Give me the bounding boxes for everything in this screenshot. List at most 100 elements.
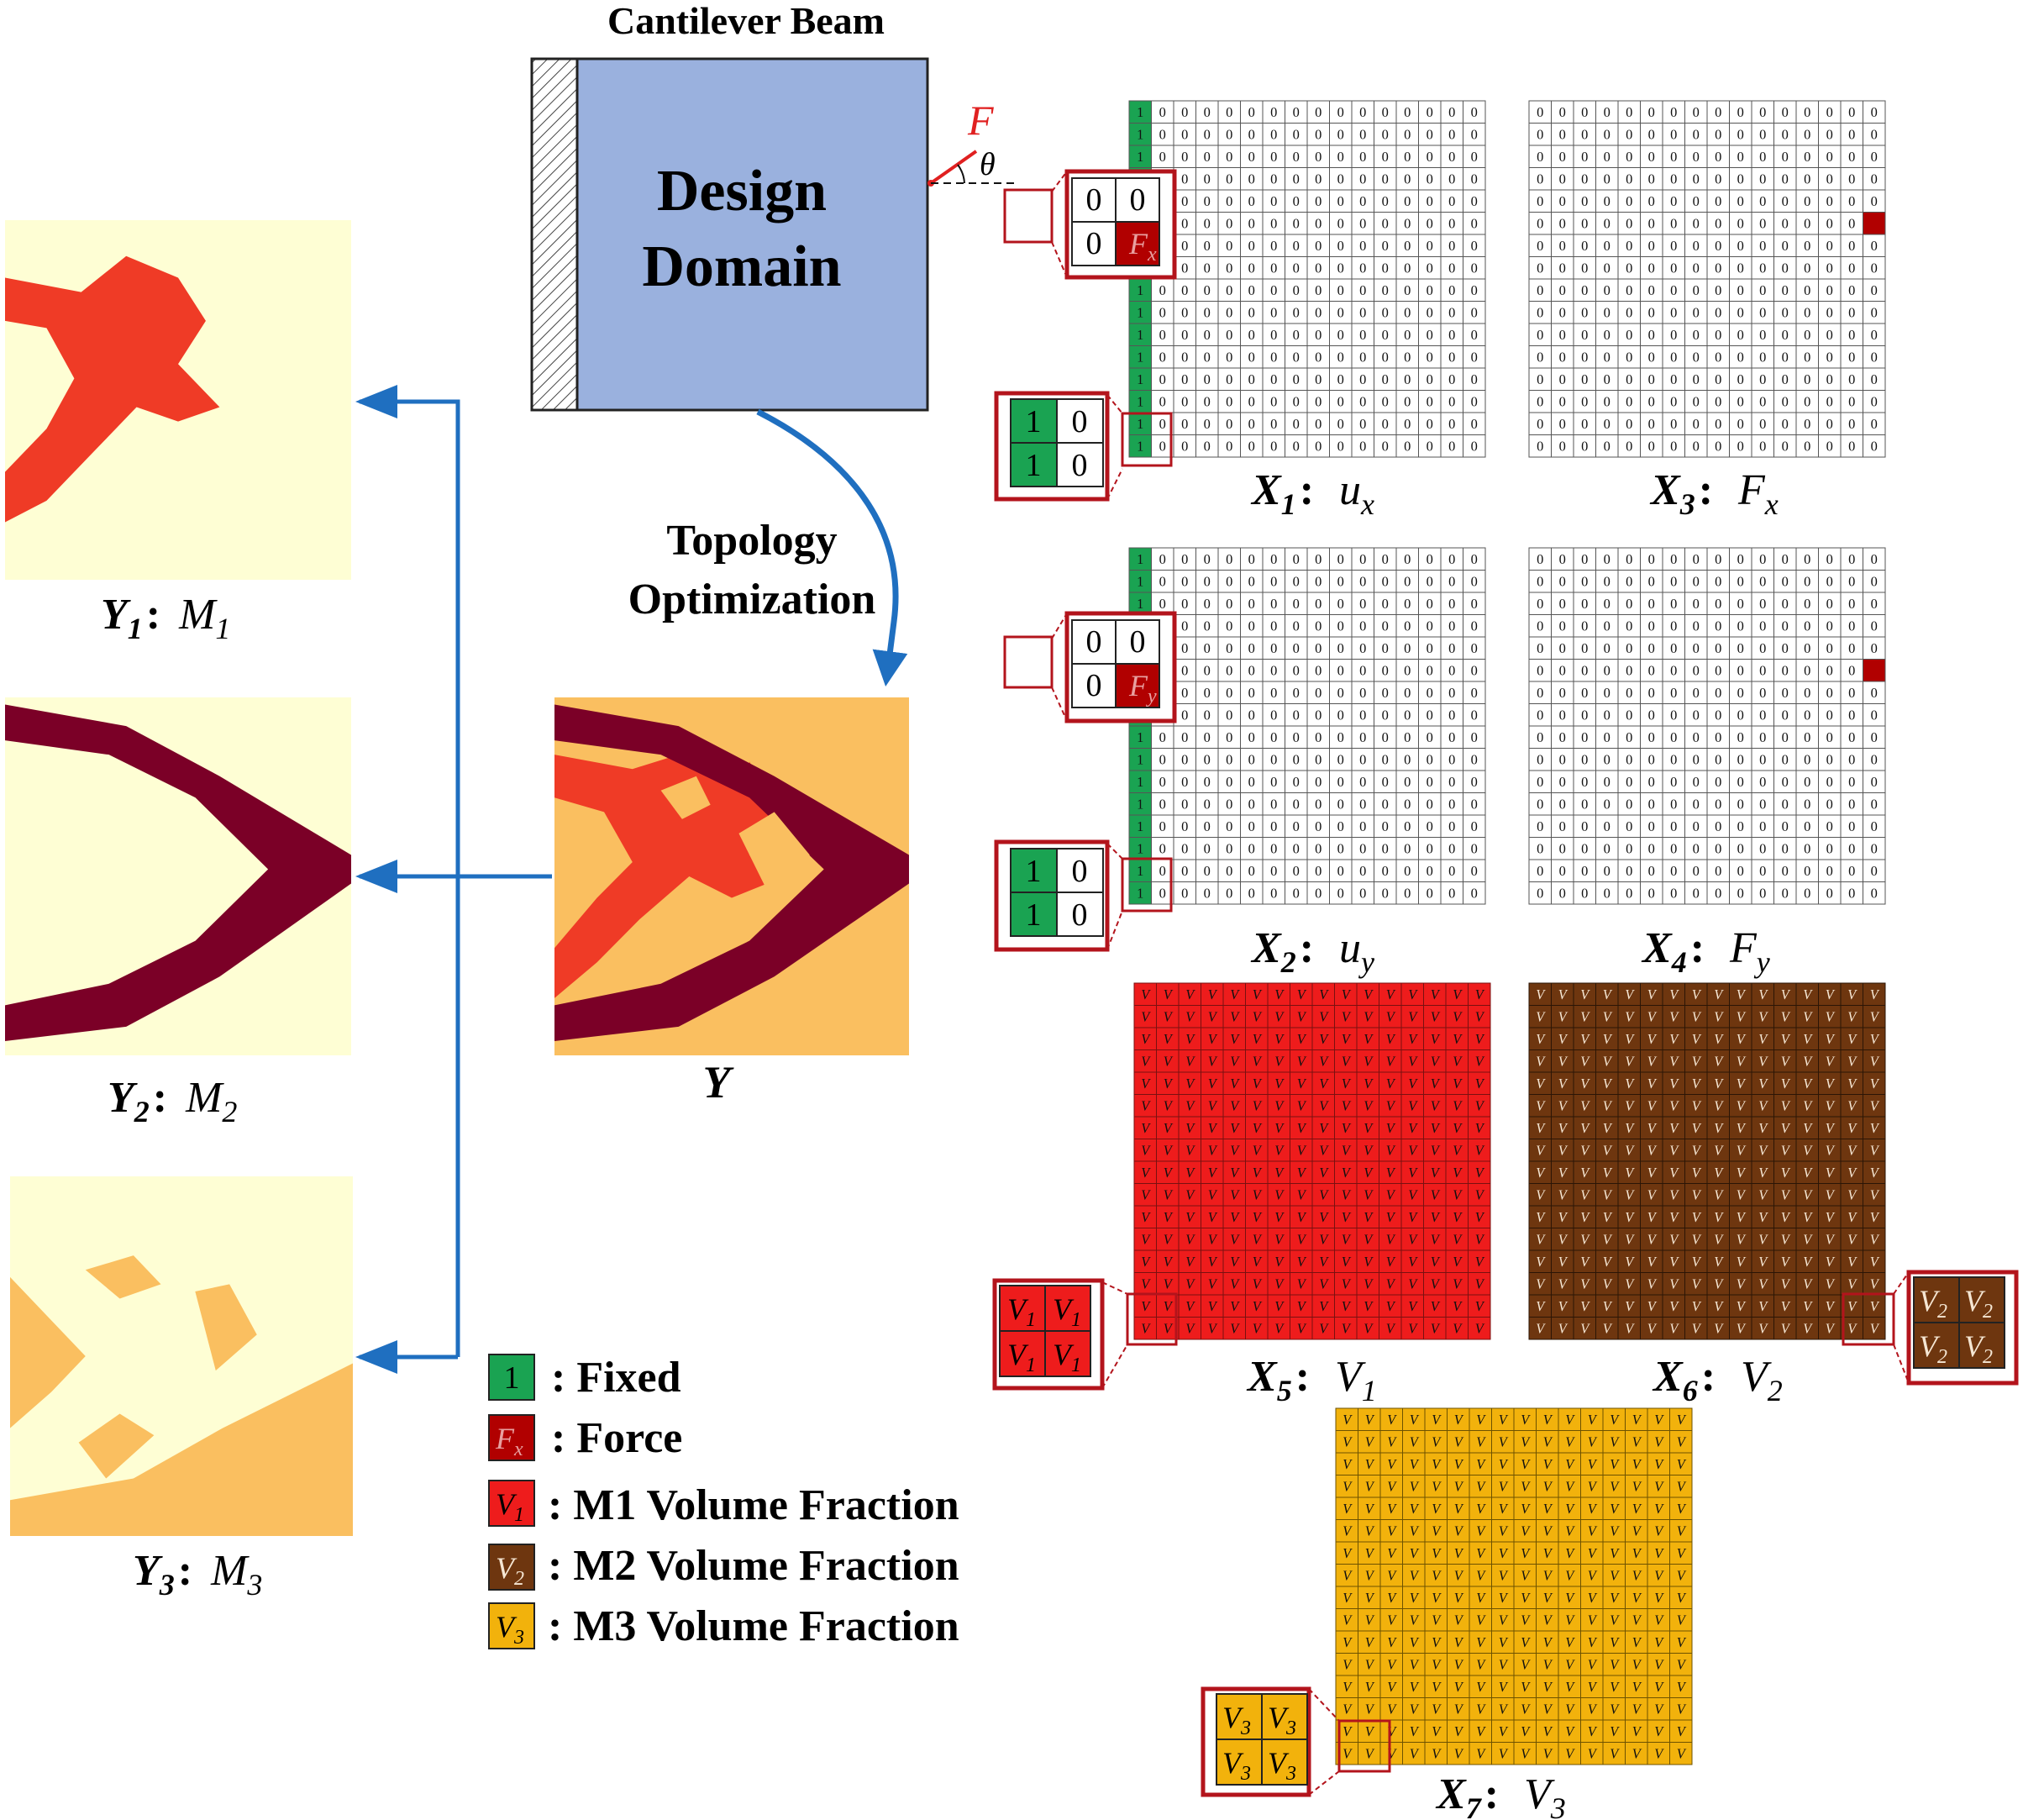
grid-cell-value: 0 (1537, 171, 1543, 187)
grid-cell (1595, 234, 1619, 257)
grid-cell-value: 0 (1648, 863, 1655, 879)
grid-cell-value: 0 (1226, 260, 1232, 276)
grid-cell-value: 0 (1559, 350, 1566, 366)
grid-cell-value: 0 (1871, 149, 1878, 165)
grid-cell (1395, 167, 1419, 191)
grid-cell (1195, 345, 1219, 369)
grid-cell-value: 0 (1848, 104, 1855, 120)
grid-cell (1128, 100, 1152, 124)
grid-cell-value: 0 (1181, 149, 1188, 165)
input-var: u (1339, 466, 1361, 514)
grid-cell-value: 0 (1359, 104, 1366, 120)
grid-cell (1351, 434, 1374, 458)
grid-cell (1706, 145, 1730, 168)
grid-cell (1306, 592, 1330, 615)
grid-cell (1217, 100, 1241, 124)
grid-cell-value: 0 (1226, 774, 1232, 790)
grid-cell-value: 0 (1204, 685, 1211, 701)
grid-cell (1528, 434, 1552, 458)
grid-cell-value: 0 (1537, 260, 1543, 276)
grid-cell-value: 0 (1537, 863, 1543, 879)
grid-cell (1706, 412, 1730, 435)
grid-cell-value: 0 (1337, 551, 1344, 567)
grid-cell-value: 0 (1270, 371, 1277, 387)
grid-cell-value: 0 (1804, 774, 1810, 790)
grid-cell-value: 0 (1448, 439, 1455, 455)
grid-cell-value: 0 (1648, 171, 1655, 187)
grid-cell-value: 0 (1471, 371, 1478, 387)
grid-cell-value: 0 (1270, 305, 1277, 321)
grid-cell-value: 0 (1648, 305, 1655, 321)
grid-cell-value: 0 (1293, 729, 1300, 745)
grid-cell-value: 0 (1848, 216, 1855, 232)
grid-cell-value: 0 (1737, 596, 1744, 612)
grid-cell-value: 1 (1137, 752, 1143, 768)
grid-cell-value: 0 (1848, 327, 1855, 343)
grid-cell-value: 0 (1871, 574, 1878, 590)
grid-cell-value: 0 (1448, 260, 1455, 276)
grid-cell (1329, 256, 1353, 280)
grid-cell-value: 0 (1337, 104, 1344, 120)
grid-cell-value: 0 (1581, 193, 1588, 209)
grid-cell-value: 0 (1248, 818, 1255, 834)
grid-cell-value: 0 (1670, 551, 1677, 567)
grid-cell-value: 0 (1159, 350, 1166, 366)
grid-cell-value: 0 (1204, 797, 1211, 813)
grid-cell (1463, 100, 1486, 124)
grid-cell (1418, 234, 1442, 257)
grid-cell (1395, 367, 1419, 391)
grid-cell-value: 0 (1871, 260, 1878, 276)
grid-cell-value: 0 (1581, 618, 1588, 634)
grid-cell-value: 0 (1226, 216, 1232, 232)
grid-cell-value: 0 (1804, 327, 1810, 343)
grid-cell-value: 0 (1715, 685, 1721, 701)
grid-cell-value: 0 (1604, 394, 1611, 410)
grid-cell-value: 1 (1137, 104, 1143, 120)
grid-cell (1351, 614, 1374, 638)
grid-cell (1395, 390, 1419, 413)
grid-cell-value: 0 (1648, 774, 1655, 790)
grid-cell-value: 0 (1559, 752, 1566, 768)
grid-cell-value: 0 (1471, 596, 1478, 612)
grid-cell (1463, 390, 1486, 413)
grid-cell-value: 0 (1427, 574, 1433, 590)
grid-cell-value: 0 (1581, 127, 1588, 143)
grid-cell-value: 0 (1848, 640, 1855, 656)
grid-cell (1463, 434, 1486, 458)
grid-cell-value: 0 (1826, 305, 1833, 321)
grid-cell-value: 0 (1804, 574, 1810, 590)
grid-cell-value: 0 (1826, 371, 1833, 387)
grid-cell-value: 0 (1670, 596, 1677, 612)
grid-cell-value: 0 (1804, 707, 1810, 723)
grid-cell (1463, 234, 1486, 257)
grid-cell-value: 0 (1782, 416, 1789, 432)
grid-cell (1773, 434, 1797, 458)
grid-cell-value: 0 (1181, 841, 1188, 857)
grid-cell-value: 0 (1604, 841, 1611, 857)
grid-cell (1351, 412, 1374, 435)
output-label-y2: Y2:M2 (108, 1074, 237, 1128)
grid-cell-value: 0 (1404, 327, 1411, 343)
grid-cell-value: 0 (1471, 551, 1478, 567)
grid-cell-value: 0 (1581, 171, 1588, 187)
grid-cell-value: 0 (1204, 260, 1211, 276)
grid-cell-value: 0 (1648, 327, 1655, 343)
grid-cell-value: 0 (1782, 863, 1789, 879)
grid-cell-value: 0 (1382, 863, 1389, 879)
grid-cell (1706, 345, 1730, 369)
grid-cell-value: 0 (1737, 350, 1744, 366)
grid-cell-value: 0 (1248, 371, 1255, 387)
grid-cell (1306, 301, 1330, 324)
grid-cell (1329, 390, 1353, 413)
grid-cell-value: 0 (1804, 818, 1810, 834)
grid-cell (1863, 123, 1886, 146)
grid-cell (1818, 434, 1842, 458)
grid-cell-value: 0 (1204, 327, 1211, 343)
grid-cell-value: 0 (1204, 752, 1211, 768)
grid-cell-value: 0 (1782, 282, 1789, 298)
output-sub: 3 (159, 1568, 175, 1602)
grid-cell-value: 0 (1159, 104, 1166, 120)
grid-cell-value: 0 (1559, 394, 1566, 410)
optimization-arrow: Topology Optimization (628, 408, 908, 686)
grid-cell-value: 0 (1871, 774, 1878, 790)
